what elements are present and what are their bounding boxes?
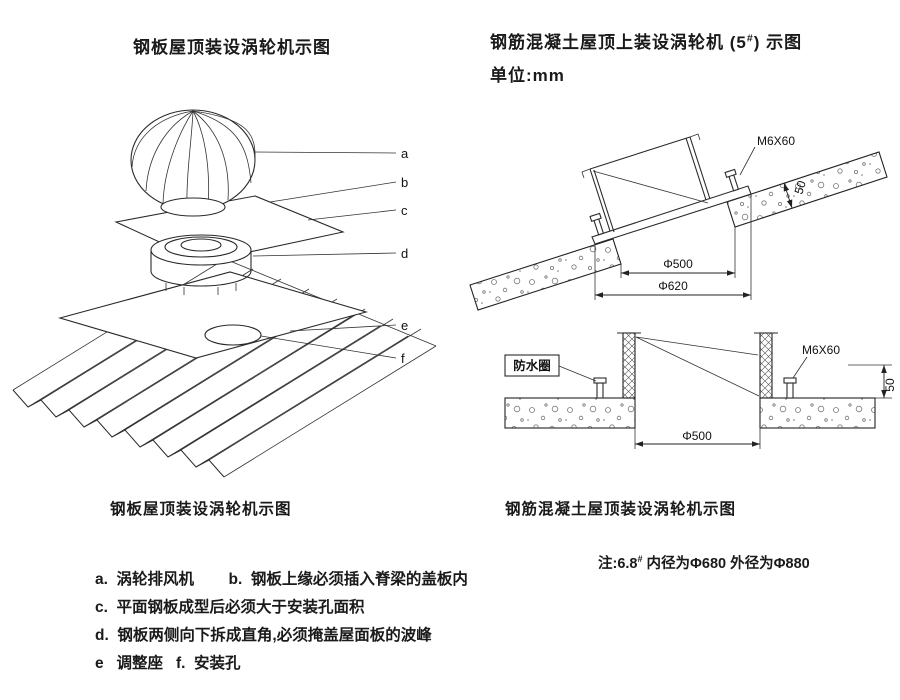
- part-label-e: e: [401, 318, 408, 333]
- leader-b: [269, 181, 397, 203]
- leader-e: [289, 324, 397, 332]
- leader-f: [260, 335, 397, 359]
- right-diagram-caption: 钢筋混凝土屋顶装设涡轮机示图: [505, 501, 737, 518]
- duct-walls: [617, 332, 778, 399]
- legend-line-ab: a. 涡轮排风机 b. 钢板上缘必须插入脊梁的盖板内: [95, 571, 468, 588]
- bolt-label-sloped: M6X60: [757, 134, 795, 148]
- bolt-label-flat: M6X60: [802, 343, 840, 357]
- note-sup: #: [637, 554, 643, 565]
- part-leader-lines: [252, 151, 397, 359]
- part-label-b: b: [401, 175, 408, 190]
- part-label-a: a: [401, 146, 409, 161]
- hole-dia-dimension: Φ500: [634, 428, 761, 449]
- part-label-c: c: [401, 203, 408, 218]
- base-dia-text: Φ620: [658, 279, 688, 293]
- anchor-bolt-left-sloped: [589, 212, 605, 236]
- duct-wall-left: [622, 332, 636, 399]
- flat-roof-section: 防水圈 M6X60 50 Φ500: [504, 332, 897, 449]
- turbine-head: [130, 109, 256, 217]
- mounting-hole: [204, 324, 262, 346]
- unit-label: 单位:mm: [490, 66, 565, 85]
- throat-dia-dimension: Φ500: [620, 227, 736, 278]
- duct-collar: [581, 133, 711, 233]
- sloped-roof-section: M6X60 50 Φ500 Φ620: [469, 133, 888, 311]
- upstand-height-text: 50: [883, 378, 897, 392]
- left-diagram-title: 钢板屋顶装设涡轮机示图: [133, 33, 331, 58]
- part-labels: a b c d e f: [401, 146, 409, 366]
- legend-line-c: c. 平面钢板成型后必须大于安装孔面积: [95, 599, 365, 616]
- right-title-prefix: 钢筋混凝土屋顶上装设涡轮机 (5: [490, 33, 747, 52]
- hole-dia-text: Φ500: [682, 429, 712, 443]
- slab-thickness-dimension-sloped: 50: [783, 179, 810, 209]
- leader-a: [253, 151, 397, 154]
- concrete-slab-right: [726, 151, 888, 228]
- anchor-bolt-right-sloped: [724, 168, 740, 192]
- throat-dia-text: Φ500: [663, 257, 693, 271]
- slab-thickness-text-sloped: 50: [792, 179, 810, 196]
- duct-brace-lines: [635, 336, 760, 397]
- flat-slab-left: [504, 397, 636, 429]
- duct-wall-right: [759, 332, 773, 399]
- legend-line-d: d. 钢板两侧向下拆成直角,必须掩盖屋面板的波峰: [95, 627, 432, 644]
- note-text: 注:6.8# 内径为Φ680 外径为Φ880: [598, 552, 810, 573]
- turbine-base-ring: [160, 197, 226, 217]
- base-flange-plate: [591, 185, 752, 245]
- part-label-f: f: [401, 351, 405, 366]
- right-diagram-title-line: 钢筋混凝土屋顶上装设涡轮机 (5#) 示图: [490, 28, 802, 53]
- left-diagram-title-text: 钢板屋顶装设涡轮机示图: [133, 38, 331, 57]
- upstand-height-dimension: 50: [848, 364, 897, 399]
- part-label-d: d: [401, 246, 408, 261]
- right-title-suffix: ) 示图: [753, 33, 803, 52]
- base-plate: [57, 271, 369, 359]
- steel-roof-isometric-drawing: a b c d e f: [12, 109, 437, 478]
- concrete-slab-left: [469, 238, 622, 311]
- waterproof-ring-label: 防水圈: [513, 358, 551, 373]
- concrete-roof-section-drawing: M6X60 50 Φ500 Φ620: [469, 133, 897, 449]
- leader-c: [307, 209, 397, 221]
- base-dia-dimension: Φ620: [594, 194, 752, 300]
- right-diagram-title: 钢筋混凝土屋顶上装设涡轮机 (5#) 示图 单位:mm: [490, 28, 802, 86]
- flat-slab-right: [759, 397, 876, 429]
- left-diagram-caption: 钢板屋顶装设涡轮机示图: [110, 501, 292, 518]
- legend-line-ef: e 调整座 f. 安装孔: [95, 655, 241, 672]
- note-prefix: 注:6.8: [598, 556, 638, 572]
- waterproof-ring-callout: 防水圈: [504, 354, 597, 382]
- leader-d: [252, 252, 397, 257]
- note-suffix: 内径为Φ680 外径为Φ880: [642, 556, 810, 572]
- bolt-leader-flat: [792, 356, 808, 379]
- adjusting-seat: [150, 234, 252, 295]
- legend: a. 涡轮排风机 b. 钢板上缘必须插入脊梁的盖板内 c. 平面钢板成型后必须大…: [95, 566, 615, 678]
- collar-brace-line: [592, 170, 709, 204]
- right-title-sup: #: [746, 32, 754, 45]
- anchor-bolt-right-flat: [783, 377, 797, 399]
- bolt-leader-sloped: [739, 146, 756, 176]
